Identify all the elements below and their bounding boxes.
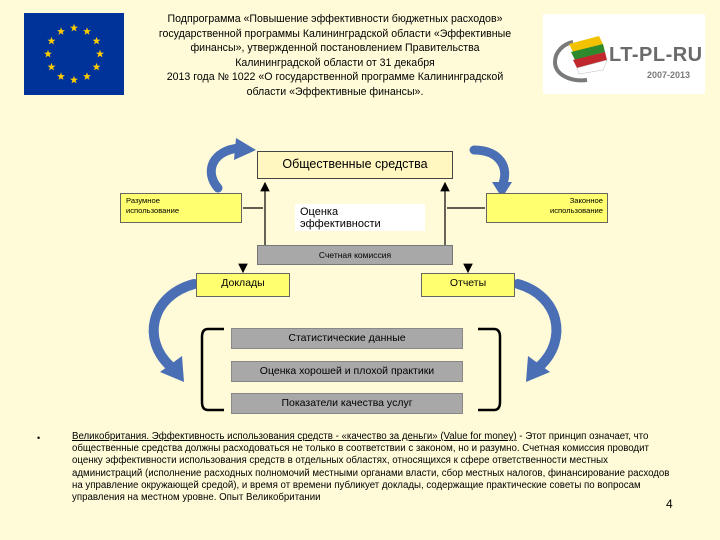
curved-arrow-top-right: [469, 145, 510, 191]
header-line: области «Эффективные финансы».: [246, 85, 424, 98]
eu-star-icon: [96, 49, 104, 58]
practice-assessment-box: Оценка хорошей и плохой практики: [231, 361, 463, 382]
eu-star-icon: [57, 72, 65, 80]
eu-star-icon: [70, 75, 78, 84]
arrowhead-top-right: [492, 182, 512, 198]
logo-text: LT-PL-RU: [609, 44, 703, 66]
body-underlined-lead: Великобритания. Эффективность использова…: [72, 431, 517, 442]
page-number: 4: [666, 497, 673, 511]
header-line: Калининградской области от 31 декабря: [235, 56, 435, 69]
service-quality-box: Показатели качества услуг: [231, 393, 463, 414]
audit-commission-box: Счетная комиссия: [257, 245, 453, 265]
eu-star-icon: [57, 27, 65, 35]
left-bracket: [200, 327, 224, 412]
legal-use-box: Законное использование: [486, 193, 608, 223]
logo-years: 2007-2013: [647, 70, 691, 80]
public-funds-box: Общественные средства: [257, 151, 453, 179]
rational-use-line: Разумное: [126, 196, 160, 205]
body-paragraph: Великобритания. Эффективность использова…: [72, 431, 672, 504]
arrowhead-right-down: [526, 356, 550, 382]
eu-flag-logo: [24, 13, 124, 95]
reports-box-right: Отчеты: [421, 273, 515, 297]
arrowhead-left-down: [160, 356, 184, 382]
curved-arrow-left-down: [148, 279, 199, 371]
efficiency-line: Оценка: [300, 206, 339, 218]
efficiency-assessment-box: Оценка эффективности: [295, 204, 425, 231]
reports-box-left: Доклады: [196, 273, 290, 297]
header-line: финансы», утвержденной постановлением Пр…: [190, 42, 480, 55]
header-line: государственной программы Калининградско…: [158, 27, 512, 40]
bullet: •: [37, 433, 41, 443]
body-rest: - Этот принцип означает, что общественны…: [72, 431, 670, 504]
eu-star-icon: [44, 49, 52, 58]
eu-star-icon: [83, 27, 91, 35]
lt-pl-ru-logo: LT-PL-RU 2007-2013: [543, 14, 705, 94]
logo-graphic: [552, 36, 608, 83]
eu-star-icon: [47, 36, 56, 45]
rational-use-box: Разумное использование: [120, 193, 242, 223]
eu-star-icon: [83, 72, 91, 80]
curved-arrow-right-down: [513, 279, 562, 371]
statistical-data-box: Статистические данные: [231, 328, 463, 349]
slide-header: Подпрограмма «Повышение эффективности бю…: [130, 12, 540, 100]
eu-star-icon: [47, 62, 56, 71]
eu-star-icon: [92, 62, 101, 71]
header-line: Подпрограмма «Повышение эффективности бю…: [167, 13, 503, 25]
legal-use-line: Законное: [569, 196, 603, 205]
right-bracket: [478, 327, 502, 412]
eu-star-icon: [70, 23, 78, 32]
curved-arrow-top-left: [206, 143, 245, 193]
arrowhead-top-left: [234, 138, 256, 160]
legal-use-line: использование: [549, 206, 603, 215]
rational-use-line: использование: [126, 206, 180, 215]
header-line: 2013 года № 1022 «О государственной прог…: [166, 71, 504, 84]
eu-star-icon: [92, 36, 101, 45]
efficiency-line: эффективности: [300, 218, 381, 230]
